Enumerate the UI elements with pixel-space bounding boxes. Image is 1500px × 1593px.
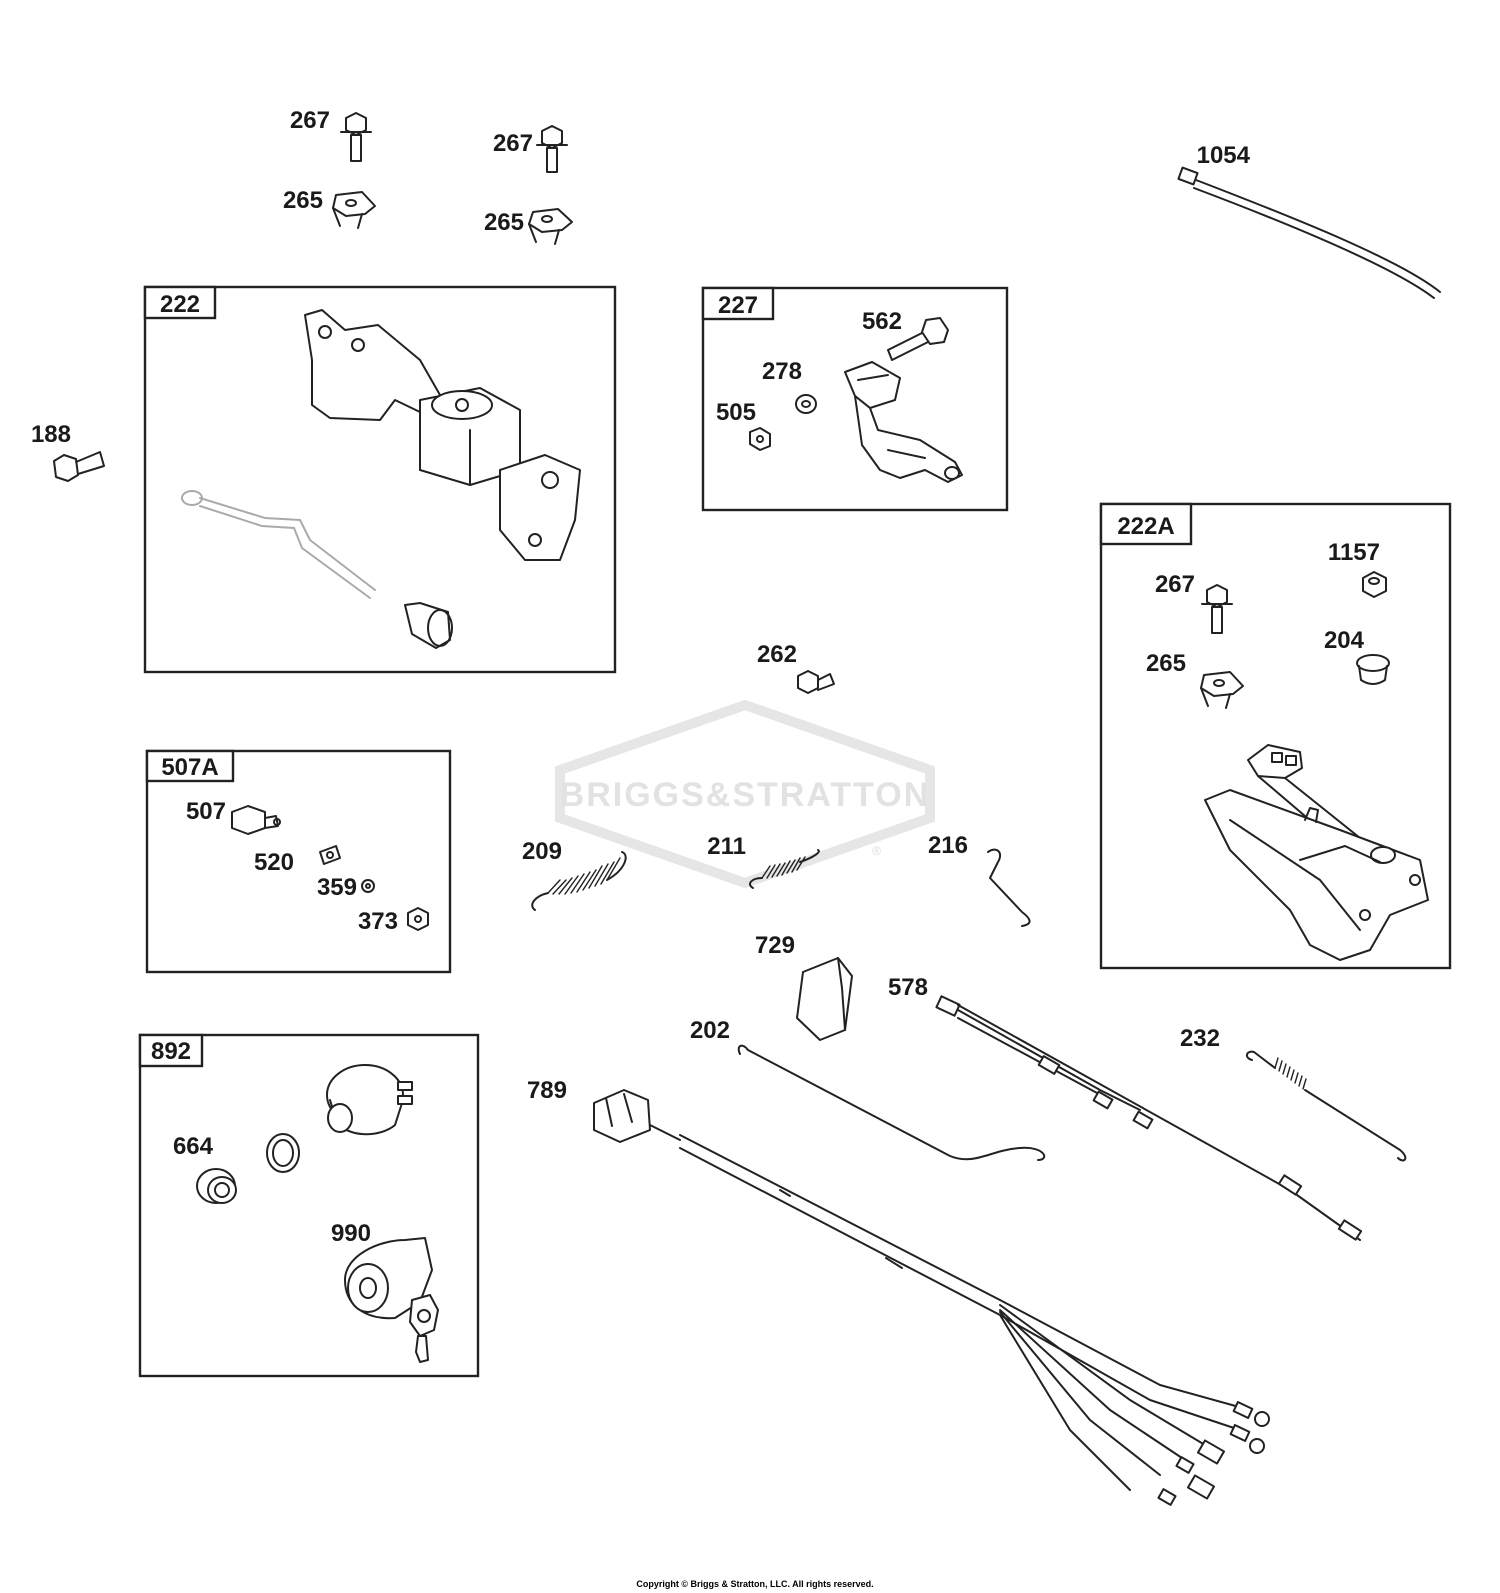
callout-265-b: 265	[484, 209, 524, 236]
callout-359: 359	[317, 874, 357, 901]
callout-1157: 1157	[1328, 539, 1380, 566]
part-359-lock-washer	[361, 879, 375, 893]
callout-232: 232	[1180, 1025, 1220, 1052]
part-222A-throttle-assembly	[1204, 744, 1429, 961]
part-562-shoulder-bolt	[887, 317, 949, 361]
part-267-bolt-a	[340, 112, 372, 162]
box-222A: 222A	[1099, 502, 1452, 970]
part-520-terminal	[319, 845, 341, 865]
box-label-222A: 222A	[1117, 513, 1174, 540]
callout-265-a: 265	[283, 187, 323, 214]
part-211-spring	[749, 849, 820, 889]
watermark-registered-symbol: ®	[872, 844, 881, 858]
callout-211: 211	[707, 833, 746, 860]
box-222: 222	[143, 285, 617, 674]
callout-278: 278	[762, 358, 802, 385]
callout-505: 505	[716, 399, 756, 426]
part-505-nut	[749, 427, 771, 451]
part-232-spring	[1246, 1050, 1407, 1162]
part-227-throttle-lever	[844, 361, 963, 483]
callout-578: 578	[888, 974, 928, 1001]
part-209-spring	[531, 851, 627, 911]
callout-202: 202	[690, 1017, 730, 1044]
box-label-222: 222	[160, 291, 200, 318]
callout-267-a: 267	[290, 107, 330, 134]
callout-216: 216	[928, 832, 968, 859]
part-507-switch	[231, 805, 281, 835]
part-202-rod	[737, 1044, 1046, 1161]
part-1054-cable-tie	[1177, 166, 1441, 299]
callout-373: 373	[358, 908, 398, 935]
part-892-ignition-switch	[326, 1064, 413, 1136]
callout-204: 204	[1324, 627, 1365, 654]
part-729-cover	[796, 957, 853, 1041]
part-789-wire-harness	[593, 1089, 1270, 1506]
part-222-link-rod	[181, 490, 376, 599]
watermark-text: BRIGGS&STRATTON	[560, 776, 931, 814]
part-216-link	[987, 848, 1031, 927]
callout-265-c: 265	[1146, 650, 1186, 677]
box-label-892: 892	[151, 1038, 191, 1065]
callout-1054: 1054	[1197, 142, 1251, 169]
callout-209: 209	[522, 838, 562, 865]
part-267-bolt-b	[536, 125, 568, 173]
callout-267-c: 267	[1155, 571, 1195, 598]
box-label-507A: 507A	[161, 754, 218, 781]
part-265-clip-a	[332, 191, 376, 229]
box-507A: 507A	[145, 749, 452, 974]
part-262-screw	[797, 670, 835, 694]
watermark-logo: BRIGGS&STRATTON ®	[555, 699, 935, 889]
part-578-cable	[935, 995, 1363, 1241]
callout-267-b: 267	[493, 130, 533, 157]
part-265-clip-c	[1200, 671, 1244, 709]
part-278-washer	[795, 394, 817, 414]
callout-262: 262	[757, 641, 797, 668]
box-892: 892	[138, 1033, 480, 1378]
copyright-notice: Copyright © Briggs & Stratton, LLC. All …	[636, 1579, 873, 1589]
part-222-knob	[404, 602, 453, 649]
callout-507: 507	[186, 798, 226, 825]
callout-664: 664	[173, 1133, 214, 1160]
callout-188: 188	[31, 421, 71, 448]
part-990-key-switch	[344, 1237, 439, 1363]
callout-789: 789	[527, 1077, 567, 1104]
part-222-control-bracket	[304, 309, 581, 561]
part-892-retaining-ring	[266, 1133, 300, 1173]
callout-990: 990	[331, 1220, 371, 1247]
part-373-nut	[407, 907, 429, 931]
callout-520: 520	[254, 849, 294, 876]
box-227: 227	[701, 286, 1009, 512]
part-664-nut	[196, 1168, 237, 1204]
part-188-bolt	[53, 451, 105, 482]
box-label-227: 227	[718, 292, 758, 319]
part-267-bolt-c	[1201, 584, 1233, 634]
callout-729: 729	[755, 932, 795, 959]
part-265-clip-b	[528, 208, 573, 245]
callout-562: 562	[862, 308, 902, 335]
part-204-bushing	[1356, 654, 1390, 685]
part-1157-nut	[1362, 571, 1387, 598]
